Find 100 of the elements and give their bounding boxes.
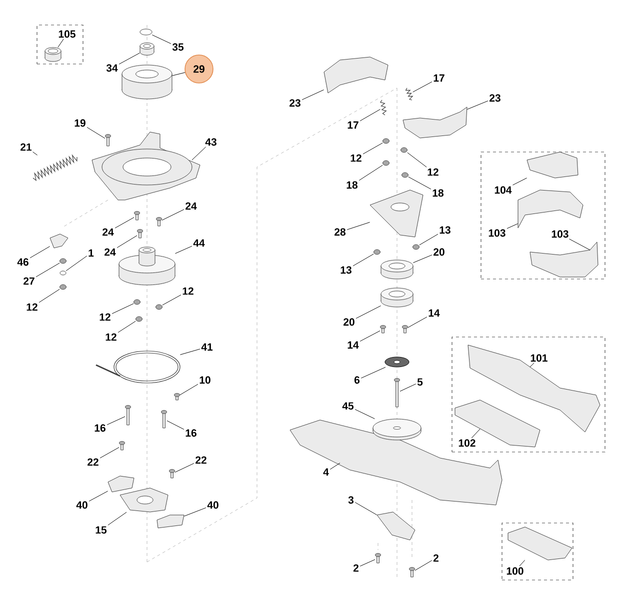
part-drawing [60,258,66,264]
part-drawing [124,405,132,426]
part-drawing [118,246,176,286]
leader-line [412,254,432,263]
leader-line [118,52,140,64]
leader-line [86,127,106,139]
callout-number: 12 [106,333,116,341]
leader-line [152,34,172,44]
part-drawing [60,270,66,276]
callout-number: 34 [106,64,118,72]
part-drawing [174,393,180,400]
callout-number: 28 [334,228,346,236]
leader-line [354,409,375,420]
part-drawing [92,132,200,200]
part-drawing [60,284,66,290]
callout-number: 18 [346,181,358,189]
callout-number: 103 [488,229,506,237]
leader-line [506,223,518,229]
leader-line [114,217,134,228]
part-drawing [140,28,152,36]
part-drawing [118,441,126,450]
callout-number: 17 [434,74,444,82]
callout-number: 5 [417,378,423,386]
callout-number: 6 [354,376,360,384]
leader-line [360,109,380,122]
part-drawing [168,469,176,478]
leader-line [352,254,374,266]
callout-number: 12 [100,313,110,321]
callout-number: 105 [58,30,76,38]
callout-number: 15 [96,526,107,534]
leader-line [184,507,206,516]
callout-number: 22 [88,458,98,466]
part-drawing [526,152,578,178]
callout-number: 35 [172,43,184,51]
part-drawing [140,42,154,56]
leader-line [118,320,136,333]
callout-number: 2 [353,564,358,572]
leader-line [466,100,488,110]
part-drawing [380,100,387,116]
dashed-group-box [502,522,574,580]
callout-number: 2 [433,554,438,562]
callout-number: 23 [490,94,500,102]
dashed-group-box [452,336,606,452]
part-drawing [372,418,422,440]
leader-line [419,234,438,246]
callout-number: 44 [193,239,205,247]
callout-number: 101 [530,354,548,362]
part-drawing [160,410,168,428]
leader-line [360,366,386,378]
part-drawing [408,567,416,578]
leader-line [358,164,383,181]
callout-number: 13 [340,266,352,274]
callout-number: 23 [290,99,300,107]
part-drawing [402,172,408,178]
part-drawing [44,47,62,62]
part-drawing [136,229,144,238]
part-drawing [384,356,410,368]
leader-line [330,462,340,470]
callout-number: 14 [428,309,440,317]
leader-line [408,316,428,328]
callout-number: 20 [434,248,444,256]
leader-line [172,72,186,76]
part-drawing [156,217,162,226]
callout-number: 19 [74,119,86,127]
callout-number: 4 [323,468,329,476]
part-drawing [530,242,598,278]
leader-line [412,82,432,92]
leader-line [360,330,380,342]
part-drawing [290,420,502,506]
part-drawing [468,344,600,432]
part-drawing [508,526,572,560]
leader-line [112,303,134,314]
part-drawing [380,260,414,280]
part-drawing [156,514,184,528]
callout-number: 40 [207,501,218,509]
part-drawing [136,316,142,322]
leader-line [38,288,60,303]
callout-number: 24 [104,248,116,256]
leader-line [30,246,50,258]
callout-number: 12 [428,168,438,176]
callout-number: 27 [24,277,34,285]
leader-line [162,294,182,306]
callout-number: 12 [182,287,194,295]
callout-number: 46 [17,258,28,266]
part-drawing [134,299,140,305]
leader-line [58,38,64,48]
callout-number: 41 [201,343,213,351]
leader-line [414,560,432,571]
callout-number: 10 [200,376,210,384]
part-drawing [324,56,388,94]
leader-line [100,447,120,458]
callout-number: 103 [552,230,568,238]
callout-number: 20 [344,318,354,326]
part-drawing [370,190,424,238]
leader-line [32,152,38,156]
callout-number: 21 [20,143,32,151]
leader-line [162,209,184,220]
highlighted-callout-number: 29 [184,54,214,84]
leader-line [66,256,88,272]
callout-number: 24 [186,202,197,210]
